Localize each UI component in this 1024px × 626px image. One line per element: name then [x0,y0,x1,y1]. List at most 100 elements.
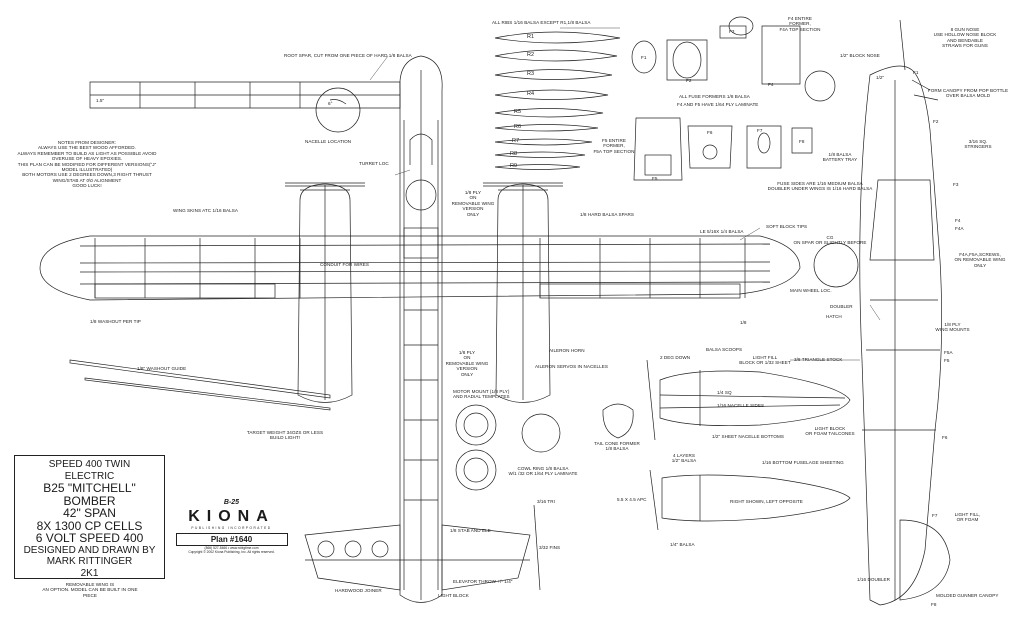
light-block-tailcones-label: LIGHT BLOCK OR FOAM TAILCONES [800,426,860,437]
note-line: 3/16 SQ. [968,139,988,144]
note-line: WING/STAB AT 0\0 ALIGNMENT [52,177,122,183]
note-line: 1/8 PLY [464,190,482,195]
copyright-line: Copyright © 2002 Kiona Publishing, Inc. … [188,550,275,554]
canopy-label: FORM CANOPY FROM POP BOTTLE OVER BALSA M… [918,88,1018,99]
doubler-16-label: 1/16 DOUBLER [857,577,891,582]
note-line: BOTH MOTORS USE 2 DEGREES DOWN,3 RIGHT T… [22,172,152,178]
note-line: ON [463,355,471,361]
nacelle-location-label: NACELLE LOCATION [305,139,352,144]
washout-guide-drawing [69,359,331,411]
note-line: VERSION [456,366,478,372]
fuselage-top-view [399,55,443,603]
quarter-sq-label: 1/4 SQ [717,390,732,395]
note-line: ONLY [460,371,474,377]
note-line: ALWAYS REMEMBER TO BUILD AS LIGHT AS POS… [17,150,157,156]
title-line: 6 VOLT SPEED 400 [35,531,144,546]
note-line: ONLY [466,211,480,217]
note-line: 8 GUN NOSE [950,27,980,32]
light-block-label: LIGHT BLOCK [438,593,469,598]
note-line: OVER BALSA MOLD [945,93,991,99]
washout-tip-label: 1/8 WASHOUT PER TIP [90,319,141,324]
note-line: FORMER, [789,21,811,27]
propellers-top [285,182,563,187]
dimension-label: 6° [328,101,333,106]
quarter-balsa-label: 1/4" BALSA [670,542,695,547]
note-line: REMOVABLE WING IS [65,582,115,587]
title-line: 8X 1300 CP CELLS [36,518,143,533]
right-nacelle [495,183,551,403]
note-line: LIGHT FILL, [954,512,981,517]
note-line: OR FOAM [956,517,979,523]
note-line: 1/8 BALSA [828,152,852,157]
title-line: DESIGNED AND DRAWN BY [23,544,156,556]
rib-label: R5 [514,109,522,115]
note-line: REMOVABLE WING [451,200,495,206]
dimension-label: 1.5" [96,98,105,103]
rib-label: R9 [510,163,518,169]
model-name: B-25 [223,499,240,506]
note-line: 1/8 PLY [458,350,476,355]
note-line: AND BENDABLE [946,37,984,43]
former-label: F4 [768,82,774,87]
fuselage-side-view [859,19,951,606]
wing-skin-label: WING SKINS ATC 1/16 BALSA [173,208,238,213]
aileron-servos-label: AILERON SERVOS IN NACELLES [535,364,608,369]
nacelle-sides-label: 1/16 NACELLE SIDES [717,403,765,408]
light-fill-foam-label: LIGHT FILL, OR FOAM [945,512,990,523]
le-label: LE 5/16x 1/4 BALSA [700,229,744,234]
note-line: GOOD LUCK! [72,183,102,189]
title-line: B25 "MITCHELL" [43,481,136,496]
balsa-scoops-label: BALSA SCOOPS [706,347,743,352]
note-line: ONLY [973,262,987,268]
former-label: F8 [799,139,805,144]
nacelle-side-view [646,359,851,531]
former-label: F3 [729,29,735,34]
aileron-horn-label: AILERON HORN [549,348,585,353]
former-label: F7 [757,128,763,133]
former-label: F7 [932,513,938,518]
nacelle-location-drawing [89,81,401,133]
dimension-label: 1/2" [876,75,885,80]
note-line: F4A TOP SECTION [779,26,821,32]
note-line: VERSION [462,206,484,212]
note-line: USE HOLLOW NOSE BLOCK [933,32,997,38]
former-label: F5 [944,358,950,363]
note-line: TARGET WEIGHT 34OZS OR LESS [246,430,324,435]
note-line: OR FOAM TAILCONES [805,431,855,437]
ply-removable-top: 1/8 PLY ON REMOVABLE WING VERSION ONLY [448,190,498,217]
former-label: F4 [955,218,961,223]
note-line: F5 ENTIRE [602,138,626,143]
plan-number: Plan #1640 [175,533,288,546]
rib-label: R7 [512,138,520,144]
root-spar-label: ROOT SPAR, CUT FROM ONE PIECE OF HARD 1/… [284,53,412,58]
note-line: MODEL ILLUSTRATED) [61,167,113,173]
former-label: F5 [652,176,658,181]
brand-name: KIONA [188,508,275,525]
note-line: BATTERY TRAY [822,157,858,163]
note-line: REMOVABLE WING [445,360,489,366]
rib-label: R3 [527,71,535,77]
cg-label: CG ON SPAR OR SLIGHTLY BEFORE [780,235,880,246]
conduit-label: CONDUIT FOR WIRES [320,262,369,267]
note-line: ON REMOVABLE WING [954,257,1006,263]
leader-lines [369,27,881,361]
sheet-bottoms-label: 1/2" SHEET NACELLE BOTTOMS [712,434,784,439]
right-shown-label: RIGHT SHOWN, LEFT OPPOSITE [730,499,803,504]
f5-entire-label: F5 ENTIRE FORMER, F5A TOP SECTION [590,138,638,154]
stringers-label: 3/16 SQ. STRINGERS [953,139,1003,150]
rib-label: R1 [527,34,535,40]
elevator-throw-label: ELEVATOR THROW +/- 1/4" [453,579,513,584]
note-line: W/1 /32 OR 1/64 PLY LAMINATE [508,471,578,477]
note-line: 1/8 PLY [944,322,961,327]
title-block: SPEED 400 TWIN ELECTRIC B25 "MITCHELL" B… [14,455,165,579]
title-line: MARK RITTINGER [46,556,133,568]
title-line: 2K1 [80,567,99,579]
note-line: TAIL CONE FORMER [594,441,640,446]
note-line: PIECE [82,592,98,598]
title-line: BOMBER [63,493,116,508]
note-line: ON [469,195,477,201]
note-line: NOTES FROM DESIGNER: [57,140,117,145]
removable-wing-note: REMOVABLE WING IS AN OPTION. MODEL CAN B… [14,582,166,598]
note-line: 4 LAYERS [672,453,696,458]
